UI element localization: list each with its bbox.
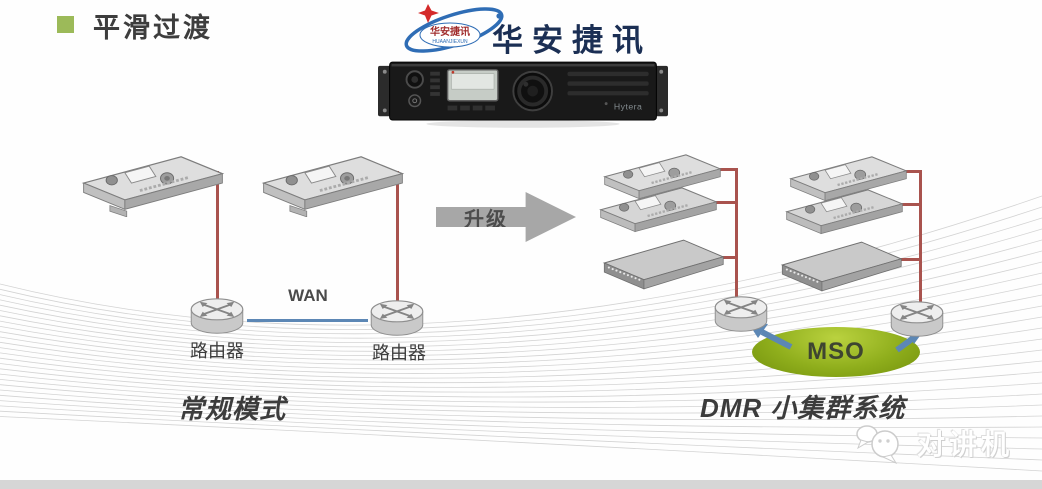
red-link-line [735,168,738,299]
watermark: 对讲机 [855,420,1013,466]
switch-device-icon [602,239,725,290]
upgrade-arrow-label: 升级 [464,208,508,231]
red-link-line [396,171,399,303]
legacy-caption: 常规模式 [178,394,287,424]
logo-badge-subtitle: HUAANJIEXUN [432,39,468,45]
router-icon [190,298,244,334]
chat-bubbles-icon [856,425,899,465]
red-link-line [896,170,922,173]
router-label: 路由器 [372,343,426,363]
router-label: 路由器 [190,341,244,361]
repeater-device-icon [81,156,225,217]
brand-name: 华安捷讯 [492,23,652,58]
router-icon [714,296,768,332]
switch-device-icon [780,241,903,292]
company-logo-icon: 华安捷讯 HUAANJIEXUN [404,4,504,53]
red-link-line [919,170,922,304]
page-title: 平滑过渡 [93,13,213,43]
repeater-device-icon [785,189,904,235]
logo-star-icon [418,4,439,23]
repeater-brand-label: Hytera [614,101,643,111]
wan-label: WAN [288,286,328,305]
router-icon [890,301,944,337]
red-link-line [892,203,922,206]
red-link-line [712,256,738,259]
hytera-repeater-unit: Hytera [378,61,668,128]
mso-label: MSO [807,338,865,365]
bottom-bar [0,480,1042,489]
red-link-line [216,171,219,301]
title-bullet-icon [57,16,74,33]
red-link-line [890,258,922,261]
red-link-line [710,168,738,171]
repeater-device-icon [599,187,718,233]
router-icon [370,300,424,336]
repeater-device-icon [261,156,405,217]
watermark-text: 对讲机 [917,429,1014,460]
repeater-device-icon [789,156,908,202]
logo-badge-title: 华安捷讯 [430,25,470,38]
dmr-caption: DMR 小集群系统 [700,393,906,423]
repeater-device-icon [603,154,722,200]
wan-link-line [247,319,368,322]
red-link-line [704,201,738,204]
